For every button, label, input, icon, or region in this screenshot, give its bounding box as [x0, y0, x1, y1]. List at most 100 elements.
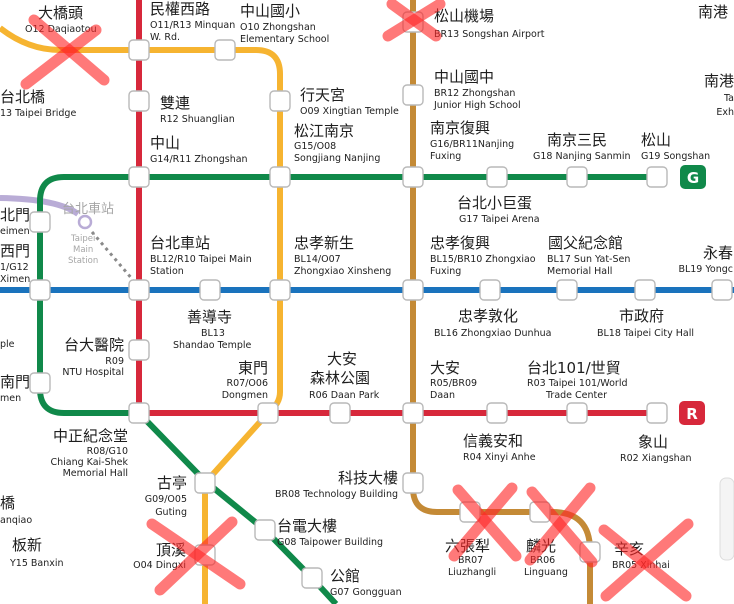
label-guting-zh: 古亭 [157, 474, 187, 492]
label-shandao-en: BL13 [201, 328, 225, 339]
label-songshan-en: G19 Songshan [641, 151, 710, 162]
label-songjiang-zh: 松江南京 [294, 122, 354, 140]
label-taipei-arena-zh: 台北小巨蛋 [457, 194, 532, 212]
label-shandao-zh: 善導寺 [187, 308, 232, 326]
label-tech-building-zh: 科技大樓 [338, 469, 398, 487]
label-dongmen-en: R07/O06 [227, 378, 268, 389]
label-daqiaotou-zh: 大橋頭 [38, 4, 83, 22]
label-shuanglian-en: R12 Shuanglian [160, 114, 235, 125]
airport-taipei-main-marker [77, 214, 93, 230]
label-beimen-zh: 北門 [0, 206, 30, 224]
label-longshan-partial-en: ple [0, 339, 15, 350]
label-xinyi-anhe-zh: 信義安和 [463, 432, 523, 450]
label-taipei101-zh: 台北101/世貿 [527, 359, 621, 377]
red-line-badge-label: R [686, 405, 698, 423]
label-dingxi-en: O04 Dingxi [133, 560, 186, 571]
label-taipei-bridge-en: 13 Taipei Bridge [0, 108, 76, 119]
label-gongguan-zh: 公館 [330, 567, 360, 585]
label-zhongshan-elem-en: O10 Zhongshan [240, 22, 316, 33]
label-sys-memorial-en: Memorial Hall [547, 266, 612, 277]
label-taipower-en: G08 Taipower Building [277, 537, 383, 548]
station-marker [128, 279, 150, 301]
label-nanjing-sanmin-en: G18 Nanjing Sanmin [533, 151, 631, 162]
label-airport-main-en: Taipei [70, 234, 95, 244]
label-banxin-zh: 板新 [12, 536, 42, 554]
station-marker [329, 402, 351, 424]
label-taipower-zh: 台電大樓 [277, 517, 337, 535]
green-line-badge-label: G [687, 169, 699, 187]
label-shandao-en: Shandao Temple [173, 340, 252, 351]
station-marker [402, 472, 424, 494]
label-xiangshan-en: R02 Xiangshan [620, 453, 692, 464]
label-nanjing-fuxing-en: G16/BR11Nanjing [430, 139, 514, 150]
label-xiaonanmen-zh: 南門 [0, 373, 30, 391]
label-daan-park-en: R06 Daan Park [309, 390, 380, 401]
label-daan-en: Daan [430, 390, 455, 401]
label-linguang-en: BR06 [530, 555, 555, 566]
label-airport-main-en: Station [68, 256, 98, 266]
label-city-hall-en: BL18 Taipei City Hall [597, 328, 694, 339]
station-marker [566, 166, 588, 188]
label-songjiang-en: Songjiang Nanjing [294, 153, 380, 164]
red-x-mark-dingxi [146, 516, 246, 596]
station-marker [486, 166, 508, 188]
station-marker [402, 279, 424, 301]
label-zhongshan-zh: 中山 [150, 134, 180, 152]
label-nangang-right-en: Ta [723, 93, 734, 104]
label-cks-en: R08/G10 [87, 446, 128, 457]
label-zhongshan-en: G14/R11 Zhongshan [150, 154, 248, 165]
station-marker [128, 39, 150, 61]
label-liuzhangli-en: BR07 [458, 555, 483, 566]
station-marker [128, 166, 150, 188]
label-cks-zh: 中正紀念堂 [53, 427, 128, 445]
red-x-mark-daqiaotou [20, 14, 110, 90]
label-ximen-en: Ximen [0, 274, 30, 285]
label-taipei-main-zh: 台北車站 [150, 234, 210, 252]
station-marker [402, 166, 424, 188]
label-guting-en: Guting [155, 507, 187, 518]
label-zhongxiao-xinsheng-zh: 忠孝新生 [294, 234, 354, 252]
label-ntu-hospital-zh: 台大醫院 [64, 336, 124, 354]
station-marker [128, 90, 150, 112]
side-panel-edge [719, 477, 734, 561]
label-nangang-right-en: Exh [716, 107, 734, 118]
label-zhongxiao-fuxing-en: Fuxing [430, 266, 461, 277]
label-zhongxiao-dunhua-zh: 忠孝敦化 [458, 307, 518, 325]
label-zhongxiao-fuxing-zh: 忠孝復興 [430, 234, 490, 252]
station-marker [402, 402, 424, 424]
label-nanjing-fuxing-zh: 南京復興 [430, 119, 490, 137]
label-taipei101-en: R03 Taipei 101/World [527, 378, 628, 389]
red-x-mark-linguang [524, 482, 598, 568]
label-xingtian-en: O09 Xingtian Temple [300, 106, 399, 117]
label-sys-memorial-en: BL17 Sun Yat-Sen [547, 254, 630, 265]
label-cks-en: Chiang Kai-Shek [50, 457, 128, 468]
label-nanjing-fuxing-en: Fuxing [430, 151, 461, 162]
label-zhongshan-jh-en: BR12 Zhongshan [434, 88, 515, 99]
station-marker [269, 166, 291, 188]
label-airport-main-en: Main [73, 245, 93, 255]
label-songshan-zh: 松山 [641, 131, 671, 149]
label-taipei101-en: Trade Center [545, 390, 607, 401]
label-liuzhangli-en: Liuzhangli [448, 567, 496, 578]
label-linguang-en: Linguang [524, 567, 568, 578]
red-x-mark-xinhai [598, 518, 694, 602]
label-dongmen-zh: 東門 [238, 359, 268, 377]
label-zhongshan-elem-zh: 中山國小 [240, 2, 300, 20]
label-daan-en: R05/BR09 [430, 378, 477, 389]
label-zhongxiao-xinsheng-en: BL14/O07 [294, 254, 341, 265]
label-daan-park-zh: 大安 [327, 350, 357, 368]
red-line-badge: R [679, 401, 705, 425]
red-x-mark-liuzhangli [448, 482, 522, 562]
label-ntu-hospital-en: NTU Hospital [62, 367, 124, 378]
label-cks-en: Memorial Hall [63, 468, 128, 479]
station-marker [634, 279, 656, 301]
label-zhongshan-jh-en: Junior High School [433, 100, 521, 111]
label-gongguan-en: G07 Gongguan [330, 587, 402, 598]
label-taipei-main-en: Station [150, 266, 184, 277]
label-banqiao-partial-zh: 橋 [0, 494, 15, 512]
station-marker [128, 339, 150, 361]
label-yongchun-zh: 永春 [703, 244, 733, 262]
station-marker [402, 84, 424, 106]
label-songjiang-en: G15/O08 [294, 141, 336, 152]
